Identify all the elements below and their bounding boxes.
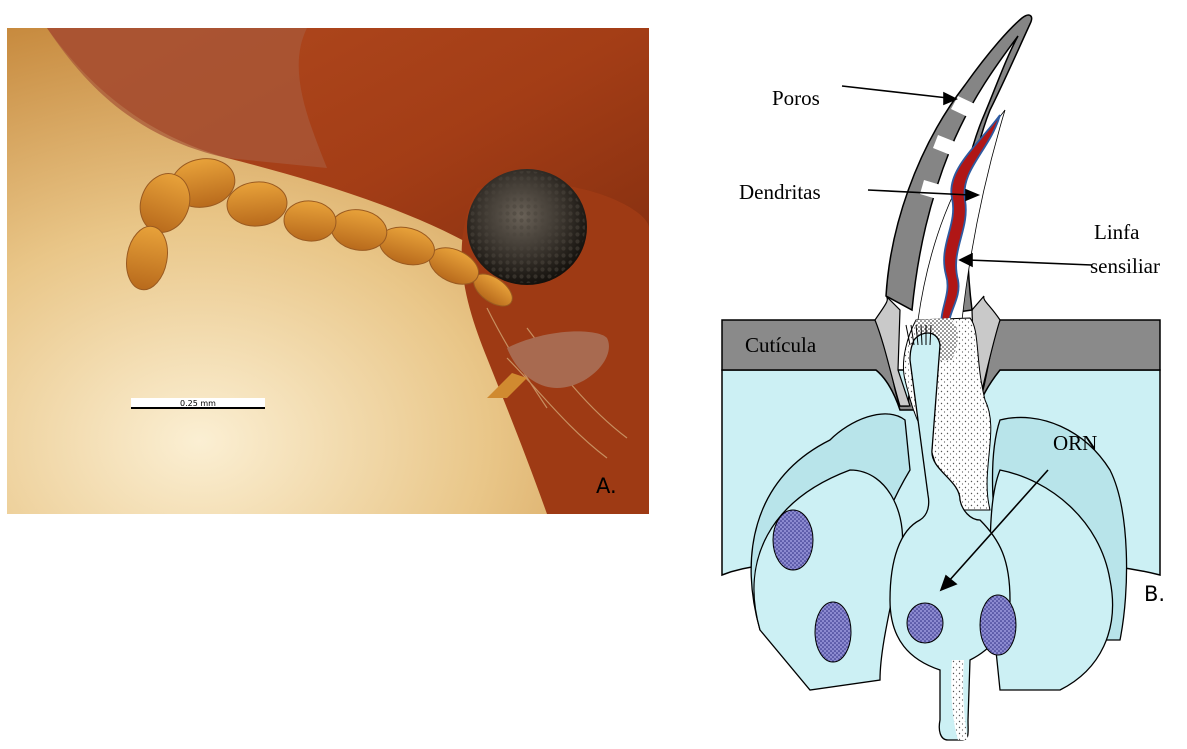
label-dendrites: Dendritas — [739, 180, 821, 205]
beetle-antenna-photo: 0.25 mm A. — [7, 28, 649, 514]
panel-letter-a: A. — [596, 474, 617, 498]
nucleus-orn — [907, 603, 943, 643]
nucleus-left-bottom — [815, 602, 851, 662]
label-pores: Poros — [772, 86, 820, 111]
panel-letter-b: B. — [1144, 582, 1165, 606]
scale-bar-label: 0.25 mm — [180, 399, 216, 408]
nucleus-left-top — [773, 510, 813, 570]
label-orn: ORN — [1053, 431, 1097, 456]
label-cuticle: Cutícula — [745, 333, 816, 358]
scale-bar: 0.25 mm — [131, 398, 265, 409]
label-lymph-line2: sensiliar — [1090, 254, 1160, 279]
sensillum-diagram: Poros Dendritas Linfa sensiliar Cutícula… — [700, 0, 1187, 744]
label-lymph-line1: Linfa — [1094, 220, 1139, 245]
nucleus-right — [980, 595, 1016, 655]
